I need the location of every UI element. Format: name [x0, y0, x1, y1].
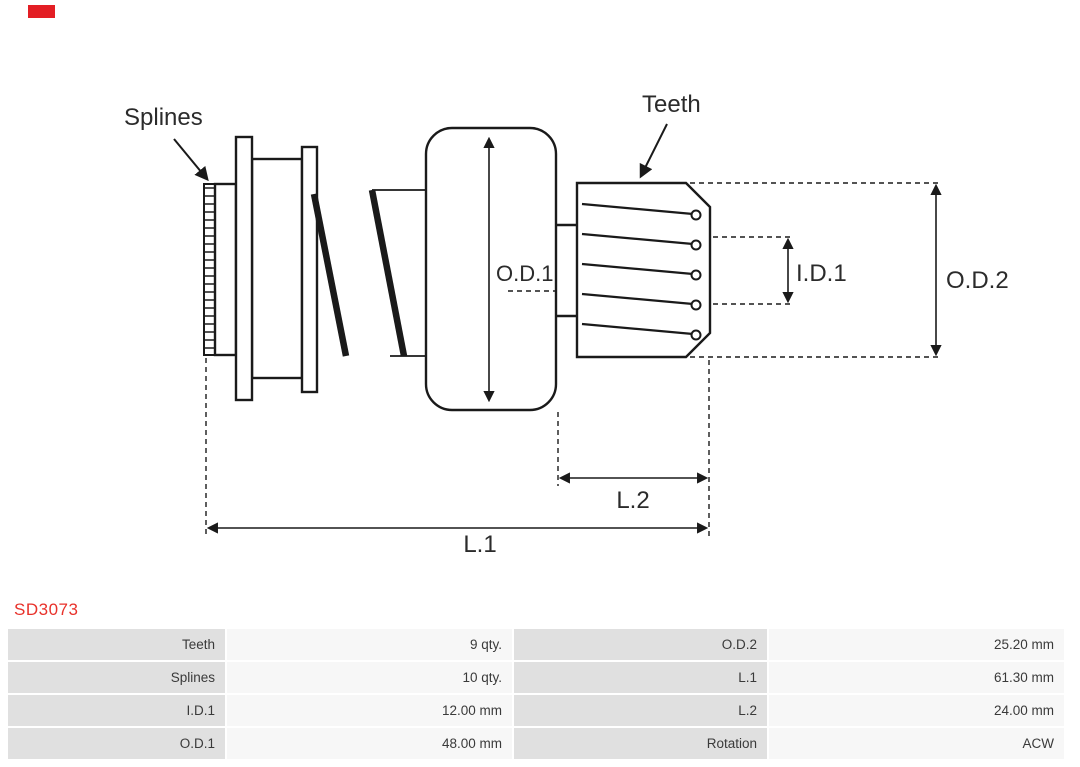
splines-label: Splines [124, 104, 203, 131]
teeth-callout: Teeth [639, 91, 701, 179]
part-number: SD3073 [14, 600, 79, 619]
spec-value-id1: 12.00 mm [227, 695, 512, 726]
spec-label-l1: L.1 [514, 662, 767, 693]
l1-label: L.1 [463, 531, 496, 558]
od1-dimension: O.D.1 [483, 136, 556, 403]
l2-label: L.2 [616, 487, 649, 514]
spec-value-l1: 61.30 mm [769, 662, 1064, 693]
spec-value-od2: 25.20 mm [769, 629, 1064, 660]
spec-value-splines: 10 qty. [227, 662, 512, 693]
spec-label-l2: L.2 [514, 695, 767, 726]
id1-dimension: I.D.1 [713, 236, 847, 305]
splined-shaft [203, 182, 238, 357]
spec-value-rotation: ACW [769, 728, 1064, 759]
od2-dimension: O.D.2 [690, 182, 1009, 358]
teeth-label: Teeth [642, 91, 701, 118]
front-disc [234, 135, 254, 402]
spec-label-teeth: Teeth [8, 629, 225, 660]
hub-cylinder [250, 157, 304, 380]
l2-dimension: L.2 [557, 360, 710, 536]
od1-label: O.D.1 [496, 261, 553, 286]
flange-discs [234, 135, 319, 402]
pinion-gear [575, 181, 712, 359]
spec-label-splines: Splines [8, 662, 225, 693]
spec-label-od2: O.D.2 [514, 629, 767, 660]
part-diagram: Splines Teeth O.D.1 [124, 91, 1009, 558]
l1-dimension: L.1 [205, 358, 709, 558]
spec-value-l2: 24.00 mm [769, 695, 1064, 726]
spec-label-od1: O.D.1 [8, 728, 225, 759]
spec-label-rotation: Rotation [514, 728, 767, 759]
spec-value-od1: 48.00 mm [227, 728, 512, 759]
splines-callout: Splines [124, 104, 209, 182]
od2-label: O.D.2 [946, 267, 1009, 294]
splines-arrow [173, 138, 209, 182]
spec-label-id1: I.D.1 [8, 695, 225, 726]
teeth-arrow [639, 123, 668, 179]
spring [310, 189, 426, 357]
id1-label: I.D.1 [796, 260, 847, 287]
spec-value-teeth: 9 qty. [227, 629, 512, 660]
brand-logo [28, 5, 55, 18]
spec-table: Teeth 9 qty. O.D.2 25.20 mm Splines 10 q… [8, 629, 1064, 759]
rear-disc [300, 145, 319, 394]
